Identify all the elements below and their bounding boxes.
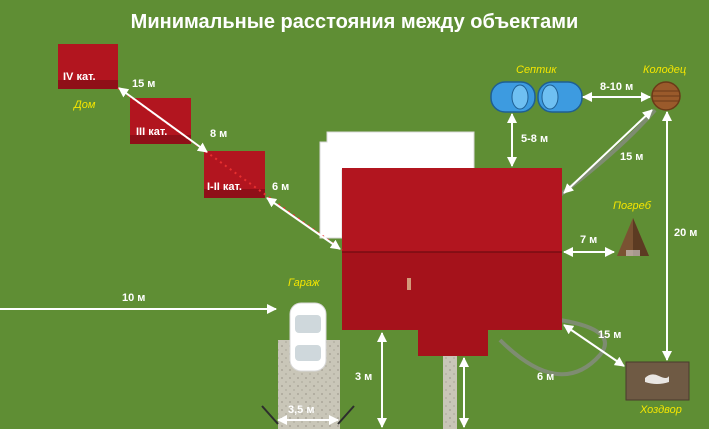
pogreb-label: Погреб <box>613 200 651 212</box>
outbuilding <box>625 361 690 401</box>
distance-3m: 3 м <box>355 371 373 383</box>
arrow-house-yard <box>563 324 625 367</box>
arrow-well-house <box>563 109 653 194</box>
garazh-label: Гараж <box>288 277 320 289</box>
distance-pogreb: 7 м <box>580 234 598 246</box>
septik-label: Септик <box>516 64 557 76</box>
khozdvor-label: Хоздвор <box>640 404 682 416</box>
house-cat-12 <box>204 151 265 198</box>
distance-15m-cat: 15 м <box>132 78 156 90</box>
chimney <box>407 278 411 290</box>
distance-arrows <box>0 87 672 428</box>
distance-6m-cat: 6 м <box>272 181 290 193</box>
arrow-cat12-house <box>266 197 341 250</box>
garage-car <box>289 302 327 372</box>
septic-tanks <box>490 81 583 113</box>
cat12-label: I-II кат. <box>207 181 242 193</box>
distance-road-width: 3,5 м <box>288 404 315 416</box>
kolodets-label: Колодец <box>643 64 687 76</box>
page-title: Минимальные расстояния между объектами <box>130 11 579 33</box>
cellar <box>617 218 649 256</box>
distance-10m: 10 м <box>122 292 146 304</box>
main-house <box>342 168 562 356</box>
cat4-label: IV кат. <box>63 71 96 83</box>
distance-septik-house: 5-8 м <box>521 133 549 145</box>
footpath <box>443 355 457 429</box>
house-cat-4 <box>58 44 118 89</box>
distance-well-yard: 20 м <box>674 227 698 239</box>
dom-label: Дом <box>74 99 96 111</box>
well <box>651 81 681 111</box>
distance-house-yard: 15 м <box>598 329 622 341</box>
distance-septik-well: 8-10 м <box>600 81 634 93</box>
gate-marks <box>261 405 355 425</box>
distance-8m-cat: 8 м <box>210 128 228 140</box>
category-dotted-line <box>117 87 343 251</box>
distance-well-house: 15 м <box>620 151 644 163</box>
cat3-label: III кат. <box>136 126 168 138</box>
arrow-cat4-house <box>118 87 208 153</box>
distance-6m-bottom: 6 м <box>537 371 555 383</box>
